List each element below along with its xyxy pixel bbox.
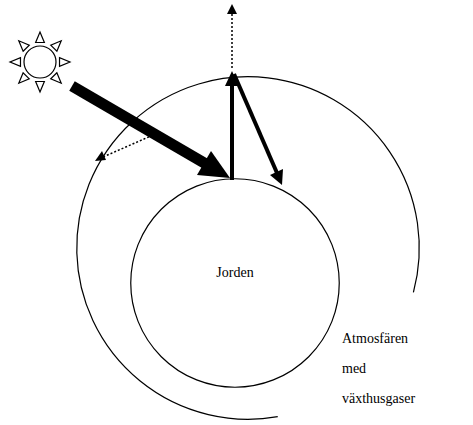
atmosphere-region-outline — [76, 76, 420, 420]
region-label: Atmosfären med växthusgaser — [342, 324, 415, 414]
outgoing-heat-arrow — [225, 71, 239, 180]
atmosphere-region: Atmosfären med växthusgaser Jorden — [76, 76, 420, 420]
incoming-sunlight-arrow — [72, 86, 230, 178]
reflected-sunlight-arrow — [95, 132, 160, 161]
earth-circle-outline — [130, 178, 340, 388]
node-label: Jorden — [130, 265, 340, 281]
sun-ray — [19, 41, 29, 51]
back-radiation-arrow — [234, 74, 283, 185]
sun-ray — [36, 82, 45, 92]
sun-ray — [51, 73, 61, 83]
sun-symbol — [10, 32, 70, 92]
sun-ray — [19, 73, 29, 83]
sun-ray — [60, 58, 70, 67]
escaping-heat-arrow — [227, 4, 237, 68]
sun-ray — [10, 58, 20, 67]
sun-ray — [36, 32, 45, 42]
sun-ray — [51, 41, 61, 51]
earth-circle: Jorden — [130, 178, 340, 388]
